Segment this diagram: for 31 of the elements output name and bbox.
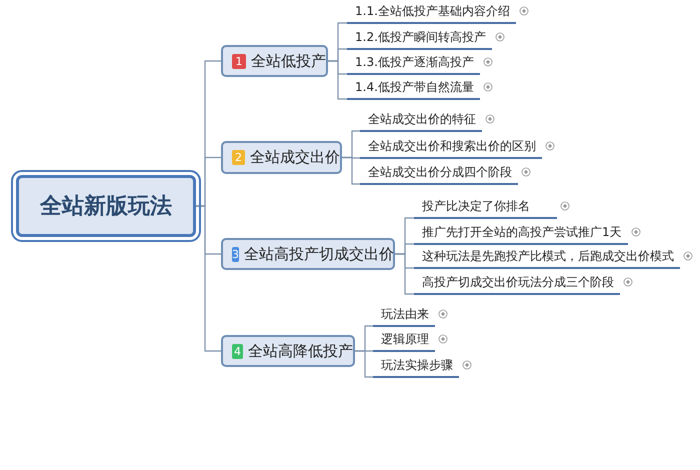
connector-line bbox=[328, 22, 347, 62]
topic-title: 全站高降低投产 bbox=[248, 342, 353, 360]
topic-box bbox=[221, 45, 328, 77]
topic-box bbox=[221, 238, 395, 270]
connector-line bbox=[342, 130, 360, 158]
subtopic-text: 投产比决定了你排名 bbox=[414, 197, 557, 219]
subtopic-text: 1.4.低投产带自然流量 bbox=[347, 78, 480, 100]
subtopic-text: 1.2.低投产瞬间转高投产 bbox=[347, 28, 492, 50]
subtopic-text: 玩法由来 bbox=[373, 305, 435, 327]
connector-line bbox=[355, 325, 373, 352]
subtopic-text: 逻辑原理 bbox=[373, 330, 435, 352]
subtopic-text: 全站成交出价和搜索出价的区别 bbox=[360, 137, 542, 159]
subtopic-text: 高投产切成交出价玩法分成三个阶段 bbox=[414, 273, 620, 295]
number-badge: 4 bbox=[232, 344, 243, 358]
topic-box bbox=[221, 335, 355, 367]
subtopic-text: 全站成交出价分成四个阶段 bbox=[360, 163, 518, 185]
subtopic-text: 玩法实操步骤 bbox=[373, 356, 459, 378]
topic-title: 全站低投产 bbox=[251, 52, 326, 70]
topic-box bbox=[221, 141, 342, 174]
subtopic-text: 1.1.全站低投产基础内容介绍 bbox=[347, 2, 516, 24]
number-badge: 3 bbox=[232, 246, 239, 262]
connector-line bbox=[196, 60, 221, 207]
subtopic-text: 全站成交出价的特征 bbox=[360, 110, 482, 132]
connector-line bbox=[395, 217, 414, 255]
subtopic-text: 这种玩法是先跑投产比模式，后跑成交出价模式 bbox=[414, 247, 680, 269]
topic-title: 全站成交出价 bbox=[250, 148, 340, 167]
subtopic-text: 推广先打开全站的高投产尝试推广1天 bbox=[414, 223, 628, 245]
number-badge: 1 bbox=[232, 54, 246, 68]
number-badge: 2 bbox=[232, 150, 245, 165]
subtopic-text: 1.3.低投产逐渐高投产 bbox=[347, 53, 480, 75]
topic-title: 全站高投产切成交出价 bbox=[244, 244, 394, 264]
